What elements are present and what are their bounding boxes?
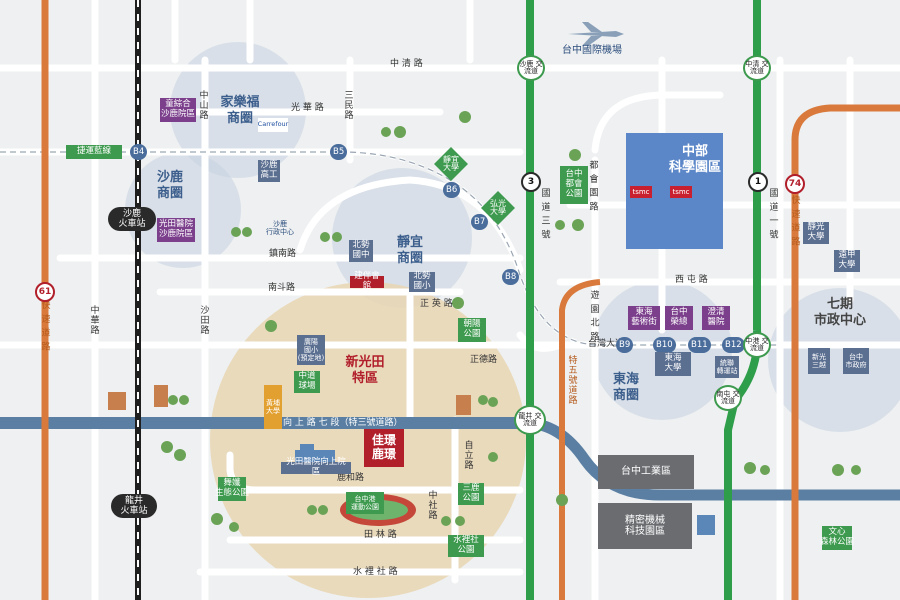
shalu-high-school: 沙鹿 高工	[258, 160, 280, 182]
road-shatian: 沙田路	[198, 305, 209, 335]
area-qiqi: 七期 市政中心	[813, 297, 866, 328]
expressway-61-label: 快 速 道 路	[39, 300, 50, 352]
station-b10[interactable]: B10	[653, 337, 676, 353]
chaoyang-park: 朝陽 公園	[458, 318, 486, 342]
te5-road	[559, 279, 601, 600]
jingyi-zone	[332, 168, 472, 308]
longjing-station[interactable]: 龍井 火車站	[111, 494, 157, 518]
providence-university[interactable]: 靜宜 大學	[443, 154, 459, 172]
beishi-elementary: 北勢 國小	[409, 271, 435, 292]
guangtian-xiangshang-hospital: 光田醫院向上院區	[281, 457, 351, 477]
transit-station: 統聯 轉運站	[715, 356, 739, 378]
shalu-zone	[125, 152, 241, 268]
taichung-port-sports-park: 台中港 運動公園	[346, 492, 384, 514]
road-zhengying: 正 英 路	[420, 299, 453, 309]
highway-3-label: 國 道 三 號	[539, 188, 550, 240]
tunghai-university: 東海 大學	[655, 352, 691, 376]
road-guanghua: 光 華 路	[291, 103, 324, 113]
road-zhengde: 正德路	[470, 355, 498, 365]
te5-road-label: 特五號道路	[566, 355, 577, 405]
area-xinguangtian: 新光田 特區	[345, 355, 385, 386]
zhongdao-field: 中道 球場	[294, 371, 320, 393]
airport-label: 台中國際機場	[562, 45, 622, 56]
highway-3-shield-icon: 3	[521, 172, 541, 192]
area-shalu: 沙鹿 商圈	[156, 170, 183, 201]
beishi-junior-high: 北勢 國中	[349, 240, 373, 262]
station-b8[interactable]: B8	[502, 269, 520, 285]
station-b4[interactable]: B4	[130, 144, 148, 160]
area-donghai: 東海 商圈	[612, 372, 639, 403]
qiqi-zone	[768, 288, 900, 432]
interchange-nantun[interactable]: 南屯 交流道	[714, 385, 742, 411]
tsmc-logo-1: tsmc	[630, 186, 652, 198]
road-tianlin: 田 林 路	[364, 530, 397, 540]
expressway-74-shield-icon: 74	[785, 174, 805, 194]
road-taiwan-avenue: 台灣大道	[588, 339, 625, 349]
donghai-art-street: 東海 藝術街	[628, 306, 660, 330]
station-b6[interactable]: B6	[443, 182, 461, 198]
taichung-veterans-hospital: 台中 榮總	[665, 306, 693, 330]
road-zhonghua: 中華路	[88, 305, 99, 335]
road-shuili: 水 裡 社 路	[353, 567, 398, 577]
airplane-icon	[568, 22, 624, 46]
road-zili: 自立路	[462, 440, 473, 470]
chengqing-hospital: 澄清 醫院	[702, 306, 730, 330]
sanlu-park: 三鹿 公園	[458, 483, 484, 505]
station-b12[interactable]: B12	[722, 337, 745, 353]
interchange-longjing[interactable]: 龍井 交流道	[514, 405, 546, 435]
interchange-zhongqing[interactable]: 中清 交流道	[743, 55, 771, 81]
interchange-shalu[interactable]: 沙鹿 交流道	[517, 55, 545, 81]
jingguang-university: 靜光 大學	[803, 222, 829, 244]
road-zhongshe: 中社路	[426, 490, 437, 520]
road-sanmin: 三民路	[342, 90, 353, 120]
area-jingyi: 靜宜 商圈	[396, 235, 423, 266]
yuanjia-university: 遠甲 大學	[834, 250, 860, 272]
road-zhongshan: 中山路	[197, 90, 208, 120]
station-b9[interactable]: B9	[616, 337, 634, 353]
road-luhe: 鹿和路	[337, 473, 365, 483]
area-jialefu: 家樂福 商圈	[220, 95, 260, 126]
road-zhenan: 鎮南路	[269, 249, 297, 259]
tree-icons	[161, 111, 861, 532]
guangyang-elementary: 廣陽 國小 (預定地)	[297, 335, 325, 365]
road-nandou: 南斗路	[268, 283, 296, 293]
area-science-park: 中部 科學園區	[669, 144, 722, 175]
tongzhong-hospital: 童綜合 沙鹿院區	[160, 98, 196, 122]
taichung-city-hall: 台中 市政府	[843, 348, 869, 374]
wuzhuang-eco-park: 舞孅 生態公園	[215, 477, 249, 501]
highway-1-label: 國 道 一 號	[767, 188, 778, 240]
road-zhongqing: 中 清 路	[390, 59, 423, 69]
road-duhui: 都 會 園 路	[587, 160, 598, 212]
road-youyuan: 遊 園 北 路	[588, 290, 599, 342]
metropolitan-park: 台中 都會 公園	[560, 166, 588, 204]
road-xitun: 西 屯 路	[675, 275, 708, 285]
station-b7[interactable]: B7	[471, 214, 489, 230]
expressway-61-shield-icon: 61	[35, 282, 55, 302]
precision-machinery-park: 精密機械 科技園區	[598, 503, 692, 549]
carrefour-logo: Carrefour	[258, 118, 288, 132]
xiangshang-road-band	[0, 417, 525, 429]
station-b5[interactable]: B5	[330, 144, 348, 160]
xiangshang-extension	[524, 417, 900, 501]
shuilishe-park: 水裡社 公園	[448, 535, 484, 557]
hungkuang-university[interactable]: 弘光 大學	[490, 198, 506, 216]
metro-blue-line-label: 捷運藍線	[66, 145, 122, 159]
highway-1-shield-icon: 1	[748, 172, 768, 192]
wenxin-forest-park: 文心 森林公園	[820, 526, 854, 550]
road-xiangshang: 向 上 路 七 段（特三號道路）	[283, 418, 403, 428]
guangtian-hospital-shalu: 光田醫院 沙鹿院區	[157, 218, 195, 242]
taichung-industrial-park: 台中工業區	[598, 455, 694, 489]
station-b11[interactable]: B11	[688, 337, 711, 353]
tsmc-logo-2: tsmc	[670, 186, 692, 198]
jiantong-hall: 建伴會館	[350, 271, 384, 291]
huangpu-university: 黃埔 大學	[264, 385, 282, 429]
interchange-zhonggang[interactable]: 中港 交流道	[743, 332, 771, 358]
xinguang-mitsukoshi: 新光 三越	[808, 348, 830, 374]
shalu-admin-center: 沙鹿 行政中心	[266, 219, 294, 236]
jiaxuan-luxuan-project[interactable]: 佳璟 鹿璟	[364, 429, 404, 467]
expressway-74-label: 快 速 道 路	[789, 195, 800, 247]
shalu-station[interactable]: 沙鹿 火車站	[108, 207, 156, 231]
expressway-74	[791, 104, 900, 600]
